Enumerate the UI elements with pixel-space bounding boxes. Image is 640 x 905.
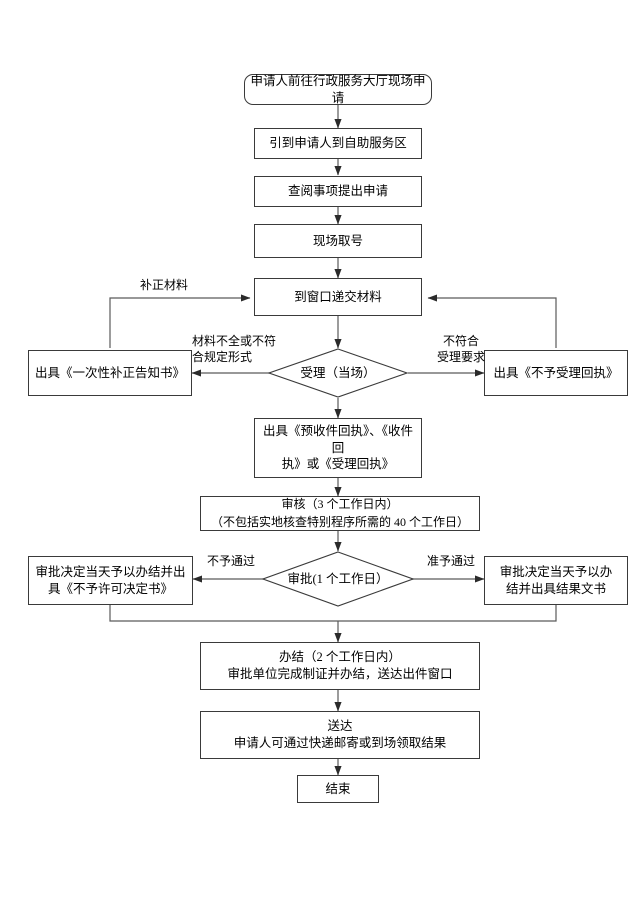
node-end[interactable]: 结束 bbox=[297, 775, 379, 803]
node-approval-denied-label: 审批决定当天予以办结并出 具《不予许可决定书》 bbox=[35, 564, 186, 596]
node-guide-label: 引到申请人到自助服务区 bbox=[269, 136, 407, 151]
edge-label-correction-loop: 补正材料 bbox=[139, 278, 188, 292]
node-issue-correction-label: 出具《一次性补正告知书》 bbox=[34, 365, 185, 380]
node-deliver-label: 送达 申请人可通过快递邮寄或到场领取结果 bbox=[233, 719, 447, 750]
edge-label-materials-incomplete: 材料不全或不符 合规定形式 bbox=[192, 334, 277, 365]
node-audit-label: 审核（3 个工作日内） （不包括实地核查特别程序所需的 40 个工作日） bbox=[210, 497, 469, 529]
node-review-items-label: 查阅事项提出申请 bbox=[287, 184, 388, 199]
node-approval-decision[interactable]: 审批(1 个工作日） bbox=[262, 551, 414, 607]
node-guide-to-self-service[interactable]: 引到申请人到自助服务区 bbox=[254, 128, 422, 159]
node-approval-granted[interactable]: 审批决定当天予以办 结并出具结果文书 bbox=[484, 556, 628, 605]
edge-label-not-approved: 不予通过 bbox=[206, 554, 255, 568]
node-complete[interactable]: 办结（2 个工作日内） 审批单位完成制证并办结，送达出件窗口 bbox=[200, 642, 480, 690]
node-review-items[interactable]: 查阅事项提出申请 bbox=[254, 176, 422, 207]
node-issue-correction-notice[interactable]: 出具《一次性补正告知书》 bbox=[28, 350, 192, 396]
node-issue-rejection-receipt[interactable]: 出具《不予受理回执》 bbox=[484, 350, 628, 396]
node-submit-window-label: 到窗口递交材料 bbox=[294, 289, 382, 304]
node-accept-decision[interactable]: 受理（当场） bbox=[268, 348, 408, 398]
edge-label-approved: 准予通过 bbox=[426, 554, 475, 568]
node-start[interactable]: 申请人前往行政服务大厅现场申请 bbox=[244, 74, 432, 105]
node-audit[interactable]: 审核（3 个工作日内） （不包括实地核查特别程序所需的 40 个工作日） bbox=[200, 496, 480, 531]
node-approval-decision-label: 审批(1 个工作日） bbox=[287, 571, 389, 586]
node-issue-receipt[interactable]: 出具《预收件回执》、《收件回 执》或《受理回执》 bbox=[254, 418, 422, 478]
edge-denied-to-bus bbox=[109, 605, 338, 622]
edge-label-not-meeting-acceptance: 不符合 受理要求 bbox=[436, 334, 485, 365]
node-take-number-label: 现场取号 bbox=[312, 233, 363, 248]
node-take-number[interactable]: 现场取号 bbox=[254, 224, 422, 258]
node-complete-label: 办结（2 个工作日内） 审批单位完成制证并办结，送达出件窗口 bbox=[227, 650, 453, 681]
node-issue-rejection-label: 出具《不予受理回执》 bbox=[493, 365, 619, 380]
node-issue-receipt-label: 出具《预收件回执》、《收件回 执》或《受理回执》 bbox=[262, 423, 413, 472]
node-accept-decision-label: 受理（当场） bbox=[300, 365, 376, 380]
node-start-label: 申请人前往行政服务大厅现场申请 bbox=[250, 73, 426, 105]
node-deliver[interactable]: 送达 申请人可通过快递邮寄或到场领取结果 bbox=[200, 711, 480, 759]
diamond-shape bbox=[268, 348, 408, 398]
node-approval-granted-label: 审批决定当天予以办 结并出具结果文书 bbox=[499, 564, 613, 596]
node-approval-denied[interactable]: 审批决定当天予以办结并出 具《不予许可决定书》 bbox=[28, 556, 193, 605]
edge-granted-to-bus bbox=[338, 605, 557, 622]
diamond-shape bbox=[262, 551, 414, 607]
node-end-label: 结束 bbox=[325, 781, 351, 796]
node-submit-window[interactable]: 到窗口递交材料 bbox=[254, 278, 422, 316]
